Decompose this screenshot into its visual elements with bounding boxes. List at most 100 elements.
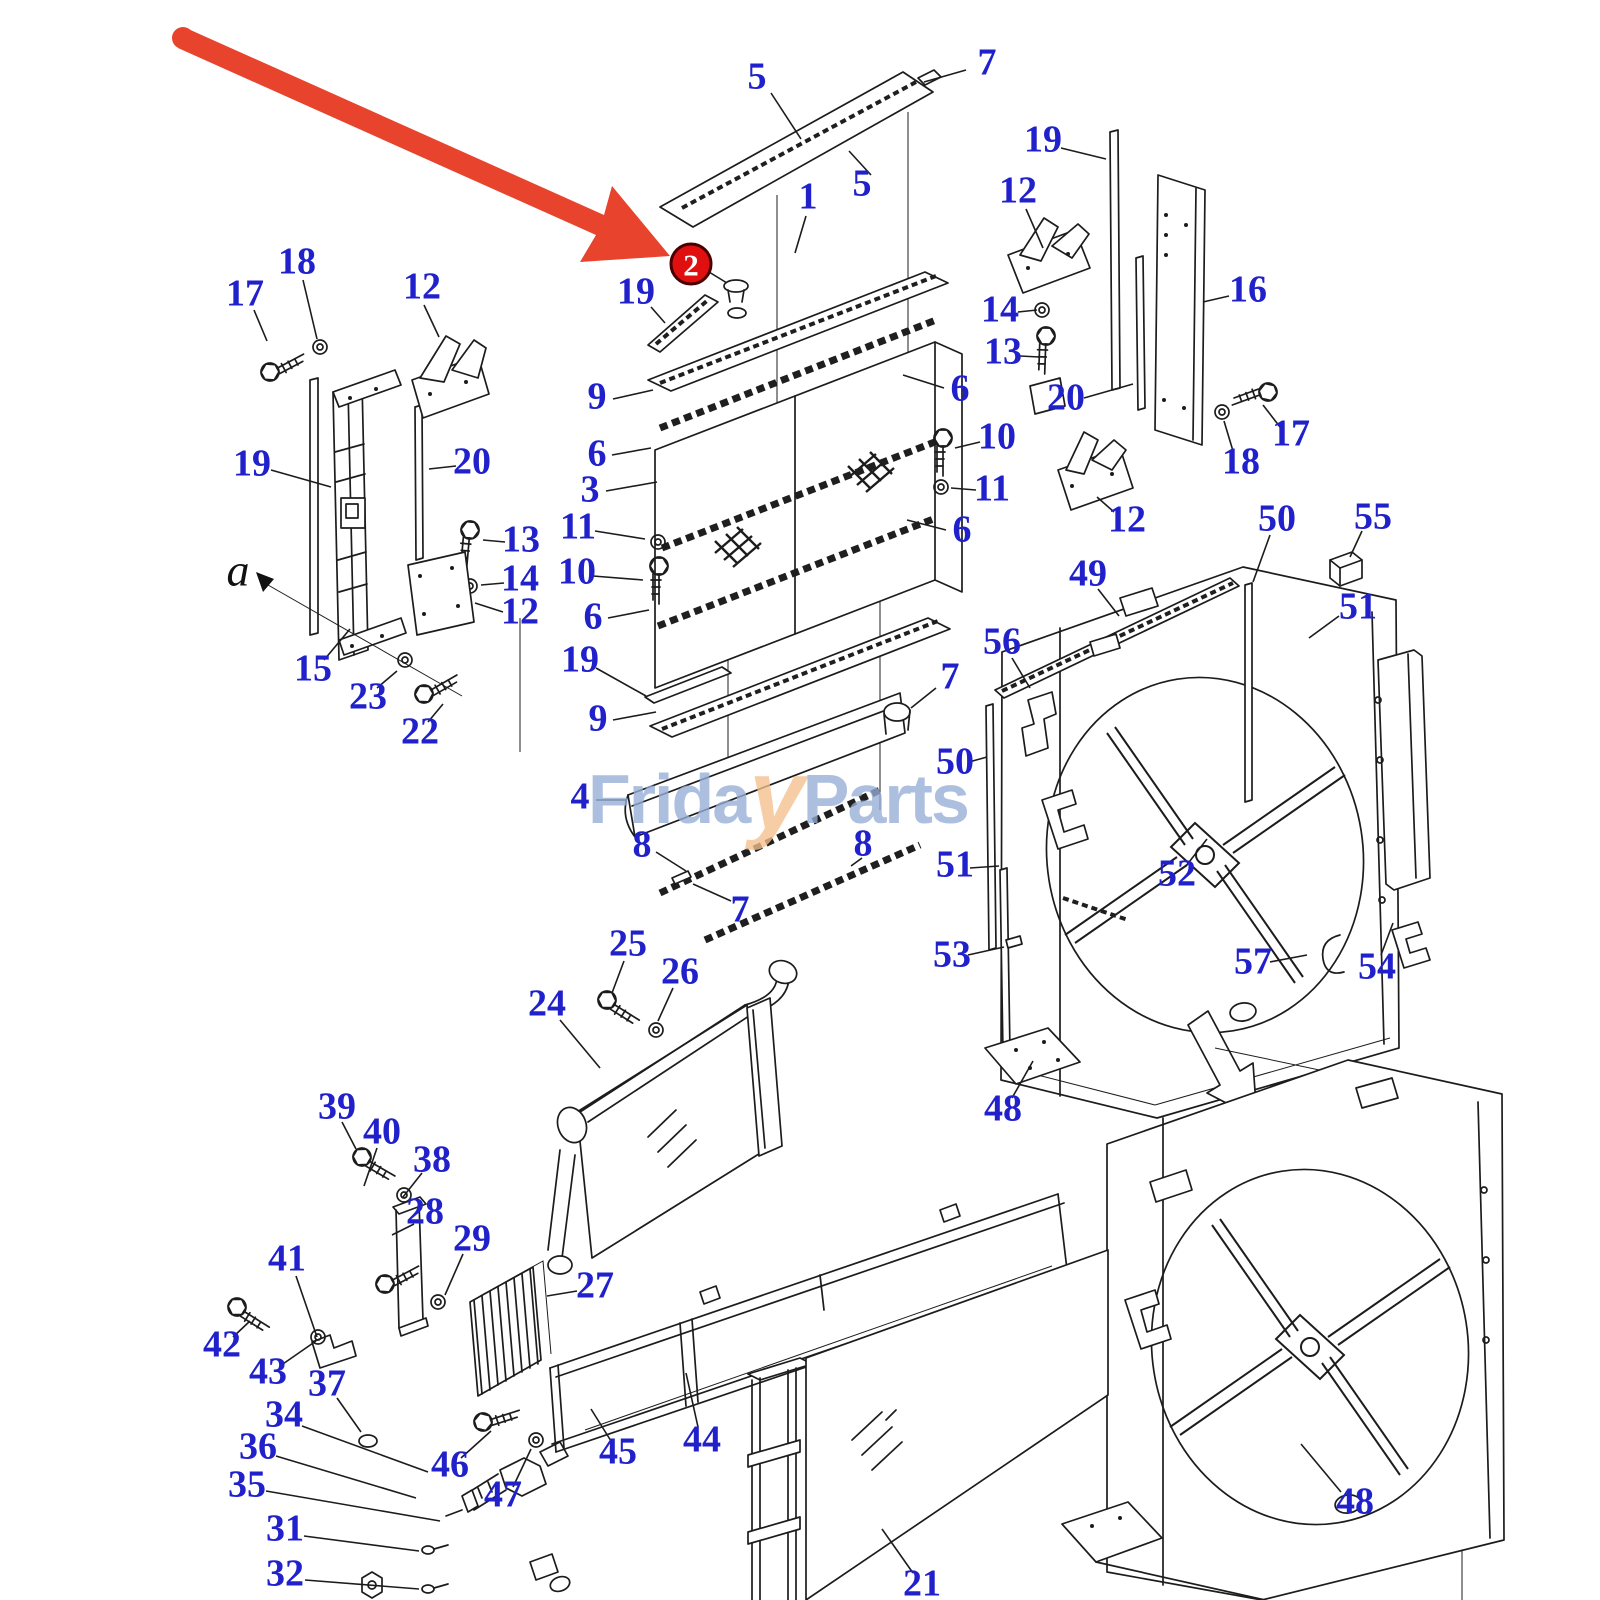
- leader-line-7-39: [692, 883, 732, 902]
- part-label-39: 39: [318, 1086, 356, 1128]
- part-label-56: 56: [983, 621, 1021, 663]
- part-label-51: 51: [1339, 586, 1377, 628]
- leader-line-13-18: [482, 539, 506, 543]
- leader-line-32-71: [304, 1579, 420, 1590]
- leader-line-41-62: [295, 1275, 318, 1338]
- part-label-6: 6: [588, 433, 607, 475]
- part-label-42: 42: [203, 1324, 241, 1366]
- leader-line-26-55: [657, 987, 674, 1022]
- part-label-12: 12: [403, 266, 441, 308]
- watermark-prefix: Frida: [588, 760, 752, 838]
- part-label-27: 27: [576, 1265, 614, 1307]
- leader-line-50-43: [1252, 534, 1271, 583]
- leader-line-14-7: [1017, 309, 1038, 313]
- watermark-suffix: Parts: [803, 760, 968, 838]
- leader-line-25-54: [611, 960, 625, 994]
- part-label-32: 32: [266, 1553, 304, 1595]
- leader-line-6-32: [902, 374, 945, 389]
- part-label-31: 31: [266, 1508, 304, 1550]
- part-label-37: 37: [308, 1363, 346, 1405]
- leader-line-6-35: [906, 519, 947, 531]
- leader-line-11-34: [950, 487, 977, 491]
- fan-shroud-front: [984, 551, 1431, 1119]
- leader-line-12-46: [1096, 496, 1115, 513]
- leader-line-54-52: [1380, 922, 1394, 956]
- part-label-48: 48: [984, 1088, 1022, 1130]
- part-label-22: 22: [401, 711, 439, 753]
- leader-line-17-13: [253, 309, 268, 342]
- part-label-12: 12: [501, 591, 539, 633]
- left-bracket-group: [256, 335, 490, 708]
- part-label-53: 53: [933, 934, 971, 976]
- aftercooler-group: [547, 959, 798, 1275]
- leader-line-57-51: [1269, 954, 1308, 963]
- leader-line-9-24: [612, 389, 654, 400]
- leader-line-52-50: [1185, 838, 1208, 867]
- part-label-35: 35: [228, 1464, 266, 1506]
- red-arrow: [178, 28, 670, 262]
- leader-line-51-48: [969, 865, 1000, 869]
- leader-line-31-70: [303, 1535, 420, 1552]
- part-label-7: 7: [941, 656, 960, 698]
- part-label-40: 40: [363, 1111, 401, 1153]
- part-label-3: 3: [581, 469, 600, 511]
- leader-line-20-17: [428, 465, 457, 470]
- leader-line-19-6: [1060, 147, 1107, 160]
- leader-line-53-49: [967, 946, 1005, 956]
- part-label-1: 1: [799, 176, 818, 218]
- leader-line-19-16: [270, 469, 332, 488]
- part-label-5: 5: [748, 56, 767, 98]
- radiator-lower-group: [747, 1249, 1109, 1600]
- watermark-accent: y: [744, 739, 809, 851]
- part-label-13: 13: [502, 519, 540, 561]
- part-label-19: 19: [233, 443, 271, 485]
- watermark: FridayParts: [588, 739, 970, 851]
- part-label-36: 36: [239, 1426, 277, 1468]
- leader-line-13-8: [1019, 355, 1040, 358]
- leader-line-44-75: [685, 1372, 699, 1428]
- leader-line-11-27: [594, 530, 646, 540]
- leader-line-49-42: [1097, 588, 1120, 617]
- leader-line-12-5: [1025, 208, 1044, 249]
- svg-text:FridayParts: FridayParts: [588, 739, 968, 851]
- part-label-47: 47: [484, 1474, 522, 1516]
- part-label-14: 14: [981, 289, 1019, 331]
- part-label-9: 9: [588, 376, 607, 418]
- part-label-12: 12: [1108, 499, 1146, 541]
- part-label-52: 52: [1158, 853, 1196, 895]
- leader-line-5-0: [770, 92, 802, 140]
- part-label-10: 10: [558, 551, 596, 593]
- part-label-4: 4: [571, 776, 590, 818]
- leader-line-36-68: [275, 1455, 417, 1499]
- fan-shroud-rear: [1061, 1047, 1505, 1600]
- leader-line-12-20: [474, 602, 504, 613]
- part-label-6: 6: [584, 596, 603, 638]
- part-label-11: 11: [560, 506, 596, 548]
- leader-line-47-73: [512, 1448, 532, 1488]
- leader-line-5-2: [848, 150, 872, 176]
- duplicate-view-arrow: [1187, 1010, 1258, 1120]
- part-label-25: 25: [609, 923, 647, 965]
- view-direction-label: a: [227, 545, 250, 596]
- highlight-circle: [669, 242, 713, 286]
- part-label-10: 10: [978, 416, 1016, 458]
- leader-line-40-58: [363, 1147, 378, 1187]
- leader-line-28-60: [391, 1223, 415, 1236]
- leader-line-14-19: [480, 582, 505, 586]
- leader-line-9-31: [612, 711, 657, 721]
- view-a-arrowhead: [256, 572, 274, 592]
- top-plate-assembly: [647, 69, 942, 353]
- highlight-callout: 2: [172, 27, 728, 286]
- leader-line-18-14: [302, 279, 318, 340]
- part-label-21: 21: [903, 1563, 941, 1600]
- part-label-43: 43: [249, 1351, 287, 1393]
- part-label-14: 14: [501, 558, 539, 600]
- part-label-49: 49: [1069, 553, 1107, 595]
- leader-line-37-66: [336, 1397, 362, 1433]
- leader-line-21-76: [881, 1528, 914, 1574]
- part-label-19: 19: [561, 639, 599, 681]
- part-label-20: 20: [1047, 377, 1085, 419]
- part-label-57: 57: [1234, 941, 1272, 983]
